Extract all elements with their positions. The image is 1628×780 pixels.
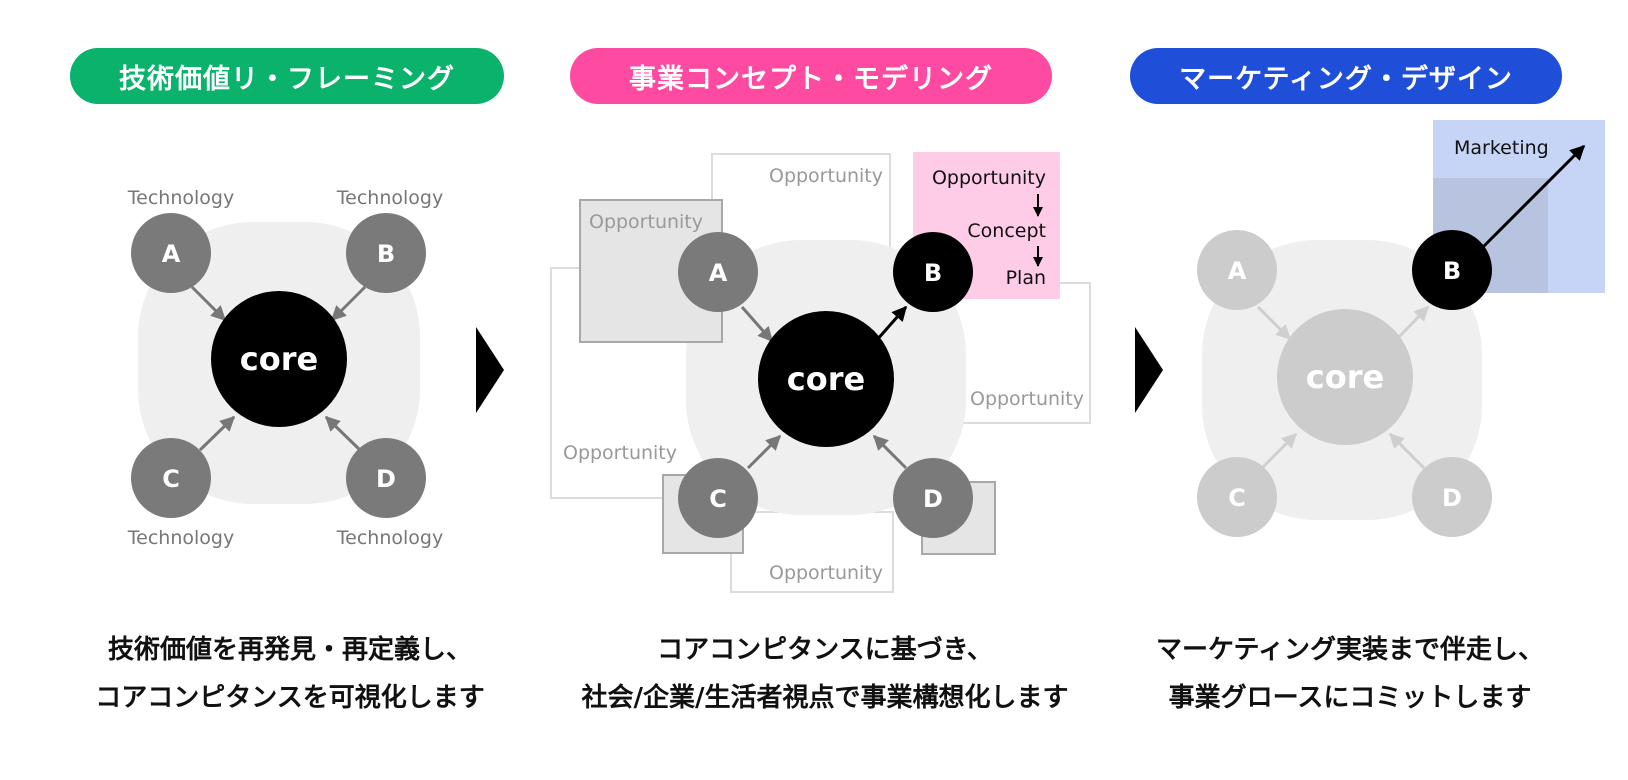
panel2-title: 事業コンセプト・モデリング xyxy=(629,63,993,95)
node-d xyxy=(1412,457,1492,537)
arrow-b-core xyxy=(330,285,367,322)
opportunity-label-filled: Opportunity xyxy=(589,211,703,233)
technology-label-c: Technology xyxy=(127,527,234,549)
node-a xyxy=(131,213,211,293)
flow-step-opportunity: Opportunity xyxy=(932,167,1046,189)
node-b xyxy=(346,213,426,293)
node-a-label: A xyxy=(162,240,181,268)
marketing-label: Marketing xyxy=(1454,137,1549,159)
panel2-title-pill: 事業コンセプト・モデリング xyxy=(570,48,1052,104)
panel1-caption-line2: コアコンピタンスを可視化します xyxy=(95,683,485,713)
arrow-a-core xyxy=(1256,305,1292,341)
node-b-label: B xyxy=(1443,257,1461,285)
node-c-label: C xyxy=(162,465,180,493)
node-d xyxy=(893,458,973,538)
arrow-a-core xyxy=(740,306,774,343)
panel2-caption: コアコンピタンスに基づき、 社会/企業/生活者視点で事業構想化します xyxy=(535,626,1115,722)
node-c xyxy=(131,438,211,518)
arrow-c-core xyxy=(1260,432,1298,470)
node-c-label: C xyxy=(709,485,727,513)
arrow-core-b xyxy=(1395,305,1430,341)
panel3-title-pill: マーケティング・デザイン xyxy=(1130,48,1562,104)
node-b xyxy=(893,232,973,312)
panel2-diagram: Opportunity Opportunity Opportunity Oppo… xyxy=(550,152,1091,593)
panel1-caption: 技術価値を再発見・再定義し、 コアコンピタンスを可視化します xyxy=(40,626,540,722)
panel1-diagram: core A B C D Technology Technology Techn… xyxy=(127,187,443,549)
opportunity-label-right: Opportunity xyxy=(970,388,1084,410)
opportunity-label-left: Opportunity xyxy=(563,442,677,464)
panel2-caption-line1: コアコンピタンスに基づき、 xyxy=(657,635,993,665)
arrow-d-core xyxy=(1388,432,1426,470)
arrow-a-core xyxy=(190,285,227,322)
opportunity-label-top: Opportunity xyxy=(769,165,883,187)
core-label: core xyxy=(787,360,865,398)
growth-arrow xyxy=(1478,144,1586,252)
core-circle xyxy=(211,291,347,427)
arrow-d-core xyxy=(324,415,362,452)
node-c-label: C xyxy=(1228,484,1246,512)
arrow-c-core xyxy=(198,415,236,452)
core-label: core xyxy=(1306,358,1384,396)
panel1-title-pill: 技術価値リ・フレーミング xyxy=(70,48,504,104)
chevron-right-icon xyxy=(476,327,504,413)
panel3-diagram: Marketing core A B C D xyxy=(1197,120,1605,537)
panel3-caption-line2: 事業グロースにコミットします xyxy=(1168,683,1532,713)
core-circle xyxy=(758,311,894,447)
arrow-core-b xyxy=(874,305,908,342)
panel3-title: マーケティング・デザイン xyxy=(1179,63,1513,95)
chevron-right-icon xyxy=(1135,327,1163,413)
technology-label-b: Technology xyxy=(336,187,443,209)
flow-step-plan: Plan xyxy=(1006,267,1046,289)
node-d-label: D xyxy=(923,485,943,513)
opportunity-label-bottom: Opportunity xyxy=(769,562,883,584)
node-c xyxy=(678,458,758,538)
node-a xyxy=(678,232,758,312)
node-d-label: D xyxy=(1442,484,1462,512)
technology-label-a: Technology xyxy=(127,187,234,209)
panel2-caption-line2: 社会/企業/生活者視点で事業構想化します xyxy=(581,683,1069,713)
panel1-caption-line1: 技術価値を再発見・再定義し、 xyxy=(107,635,472,665)
technology-label-d: Technology xyxy=(336,527,443,549)
node-c xyxy=(1197,457,1277,537)
node-a-label: A xyxy=(1228,257,1247,285)
node-b-label: B xyxy=(924,259,942,287)
panel1-title: 技術価値リ・フレーミング xyxy=(119,63,455,95)
flow-step-concept: Concept xyxy=(967,220,1046,242)
panel3-caption-line1: マーケティング実装まで伴走し、 xyxy=(1156,635,1544,665)
node-a xyxy=(1197,230,1277,310)
core-circle xyxy=(1277,309,1413,445)
panel3-caption: マーケティング実装まで伴走し、 事業グロースにコミットします xyxy=(1100,626,1600,722)
core-label: core xyxy=(240,340,318,378)
node-a-label: A xyxy=(709,259,728,287)
node-d xyxy=(346,438,426,518)
arrow-d-core xyxy=(872,434,908,470)
node-b xyxy=(1412,230,1492,310)
arrow-c-core xyxy=(746,434,782,470)
node-b-label: B xyxy=(377,240,395,268)
node-d-label: D xyxy=(376,465,396,493)
